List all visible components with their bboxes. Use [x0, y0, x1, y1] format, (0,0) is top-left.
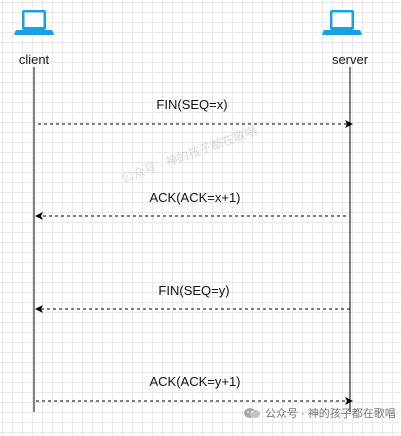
message-label-4: ACK(ACK=y+1) — [149, 374, 241, 389]
footer-watermark-text: 公众号 · 神的孩子都在歌唱 — [265, 408, 396, 420]
client-laptop-icon — [14, 10, 54, 35]
message-label-2: ACK(ACK=x+1) — [149, 190, 241, 205]
message-label-1: FIN(SEQ=x) — [156, 97, 228, 112]
message-label-3: FIN(SEQ=y) — [158, 283, 230, 298]
footer-watermark: 公众号 · 神的孩子都在歌唱 — [243, 405, 396, 421]
wechat-icon — [244, 408, 260, 418]
client-label: client — [18, 52, 50, 67]
server-label: server — [331, 52, 369, 67]
server-laptop-icon — [322, 10, 362, 35]
